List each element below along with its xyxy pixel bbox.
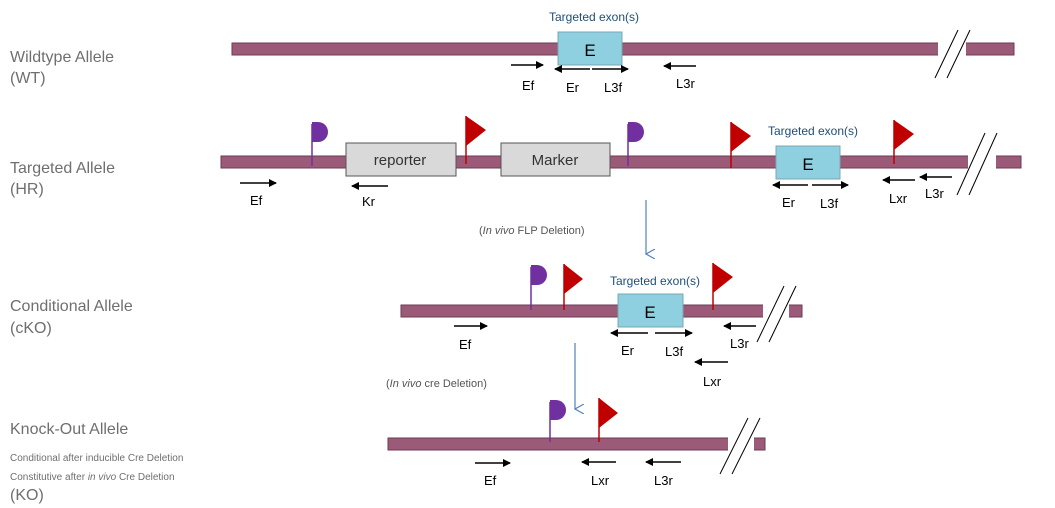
cko-primer-ef: Ef [459,337,472,352]
hr-primer-l3r: L3r [925,186,944,201]
wt-break-mark [946,29,971,79]
wt-primer-l3f: L3f [604,80,622,95]
ko-allele-abbr: (KO) [10,487,44,504]
hr-break-mark [956,132,986,196]
hr-primer-er: Er [782,195,796,210]
hr-loxp-flag-2 [731,122,751,152]
hr-primer-lxr: Lxr [889,191,908,206]
ko-loxp-flag [599,398,618,428]
hr-exon-title: Targeted exon(s) [768,124,858,138]
cko-allele-abbr: (cKO) [10,320,52,337]
ko-break-gap [728,422,754,464]
cko-break-gap [763,290,789,332]
ko-primer-l3r: L3r [654,473,673,488]
cko-allele-name: Conditional Allele [10,298,133,315]
hr-backbone [220,155,1022,169]
cko-exon-title: Targeted exon(s) [610,274,700,288]
cko-primer-l3f: L3f [665,344,683,359]
cko-break-mark [756,285,785,343]
wt-allele-name: Wildtype Allele [10,49,115,66]
wt-primer-er: Er [566,80,580,95]
cko-frt-flag [531,265,547,285]
reporter-cassette [345,142,457,177]
ko-allele-note-conditional: Conditional after inducible Cre Deletion [10,453,184,464]
ko-backbone [387,437,766,451]
wt-break-mark [934,29,959,79]
hr-loxp-flag-3 [894,120,914,150]
cko-exon [617,293,684,328]
wt-exon-title: Targeted exon(s) [549,10,639,24]
ko-primer-ef: Ef [484,473,497,488]
hr-loxp-flag-1 [466,116,486,146]
ko-allele-note-constitutive: Constitutive after in vivo Cre Deletion [10,472,175,483]
flp-deletion-label: (In vivo FLP Deletion) [479,225,585,237]
wt-exon-label: E [584,41,595,60]
hr-frt-flag-2 [628,122,644,142]
cko-loxp-flag-2 [713,263,733,293]
ko-frt-flag [550,400,566,420]
hr-primer-kr: Kr [362,194,376,209]
hr-break-mark [968,132,998,196]
wt-allele-abbr: (WT) [10,70,46,87]
cko-break-mark [768,285,797,343]
ko-primer-lxr: Lxr [591,473,610,488]
ko-break-mark [731,417,761,475]
wt-primer-ef: Ef [522,78,535,93]
wt-break-gap [938,30,966,70]
hr-allele-abbr: (HR) [10,181,44,198]
wt-backbone [231,42,1015,56]
ko-break-mark [719,417,749,475]
cko-loxp-flag-1 [564,264,583,294]
cko-exon-label: E [644,303,655,322]
hr-allele-name: Targeted Allele [10,160,115,177]
ko-allele-name: Knock-Out Allele [10,421,129,438]
reporter-label: reporter [374,152,427,169]
marker-cassette [500,142,611,177]
hr-exon-label: E [802,155,813,174]
wt-primer-l3r: L3r [676,76,695,91]
cko-primer-l3r: L3r [730,336,749,351]
hr-frt-flag-1 [312,122,328,142]
hr-primer-l3f: L3f [820,196,838,211]
cko-primer-lxr: Lxr [703,374,722,389]
wt-exon [557,31,623,66]
marker-label: Marker [532,152,579,169]
cko-backbone [400,304,803,318]
cre-deletion-label: (In vivo cre Deletion) [386,378,487,390]
hr-primer-ef: Ef [250,193,263,208]
hr-exon [775,145,841,180]
cko-primer-er: Er [621,343,635,358]
